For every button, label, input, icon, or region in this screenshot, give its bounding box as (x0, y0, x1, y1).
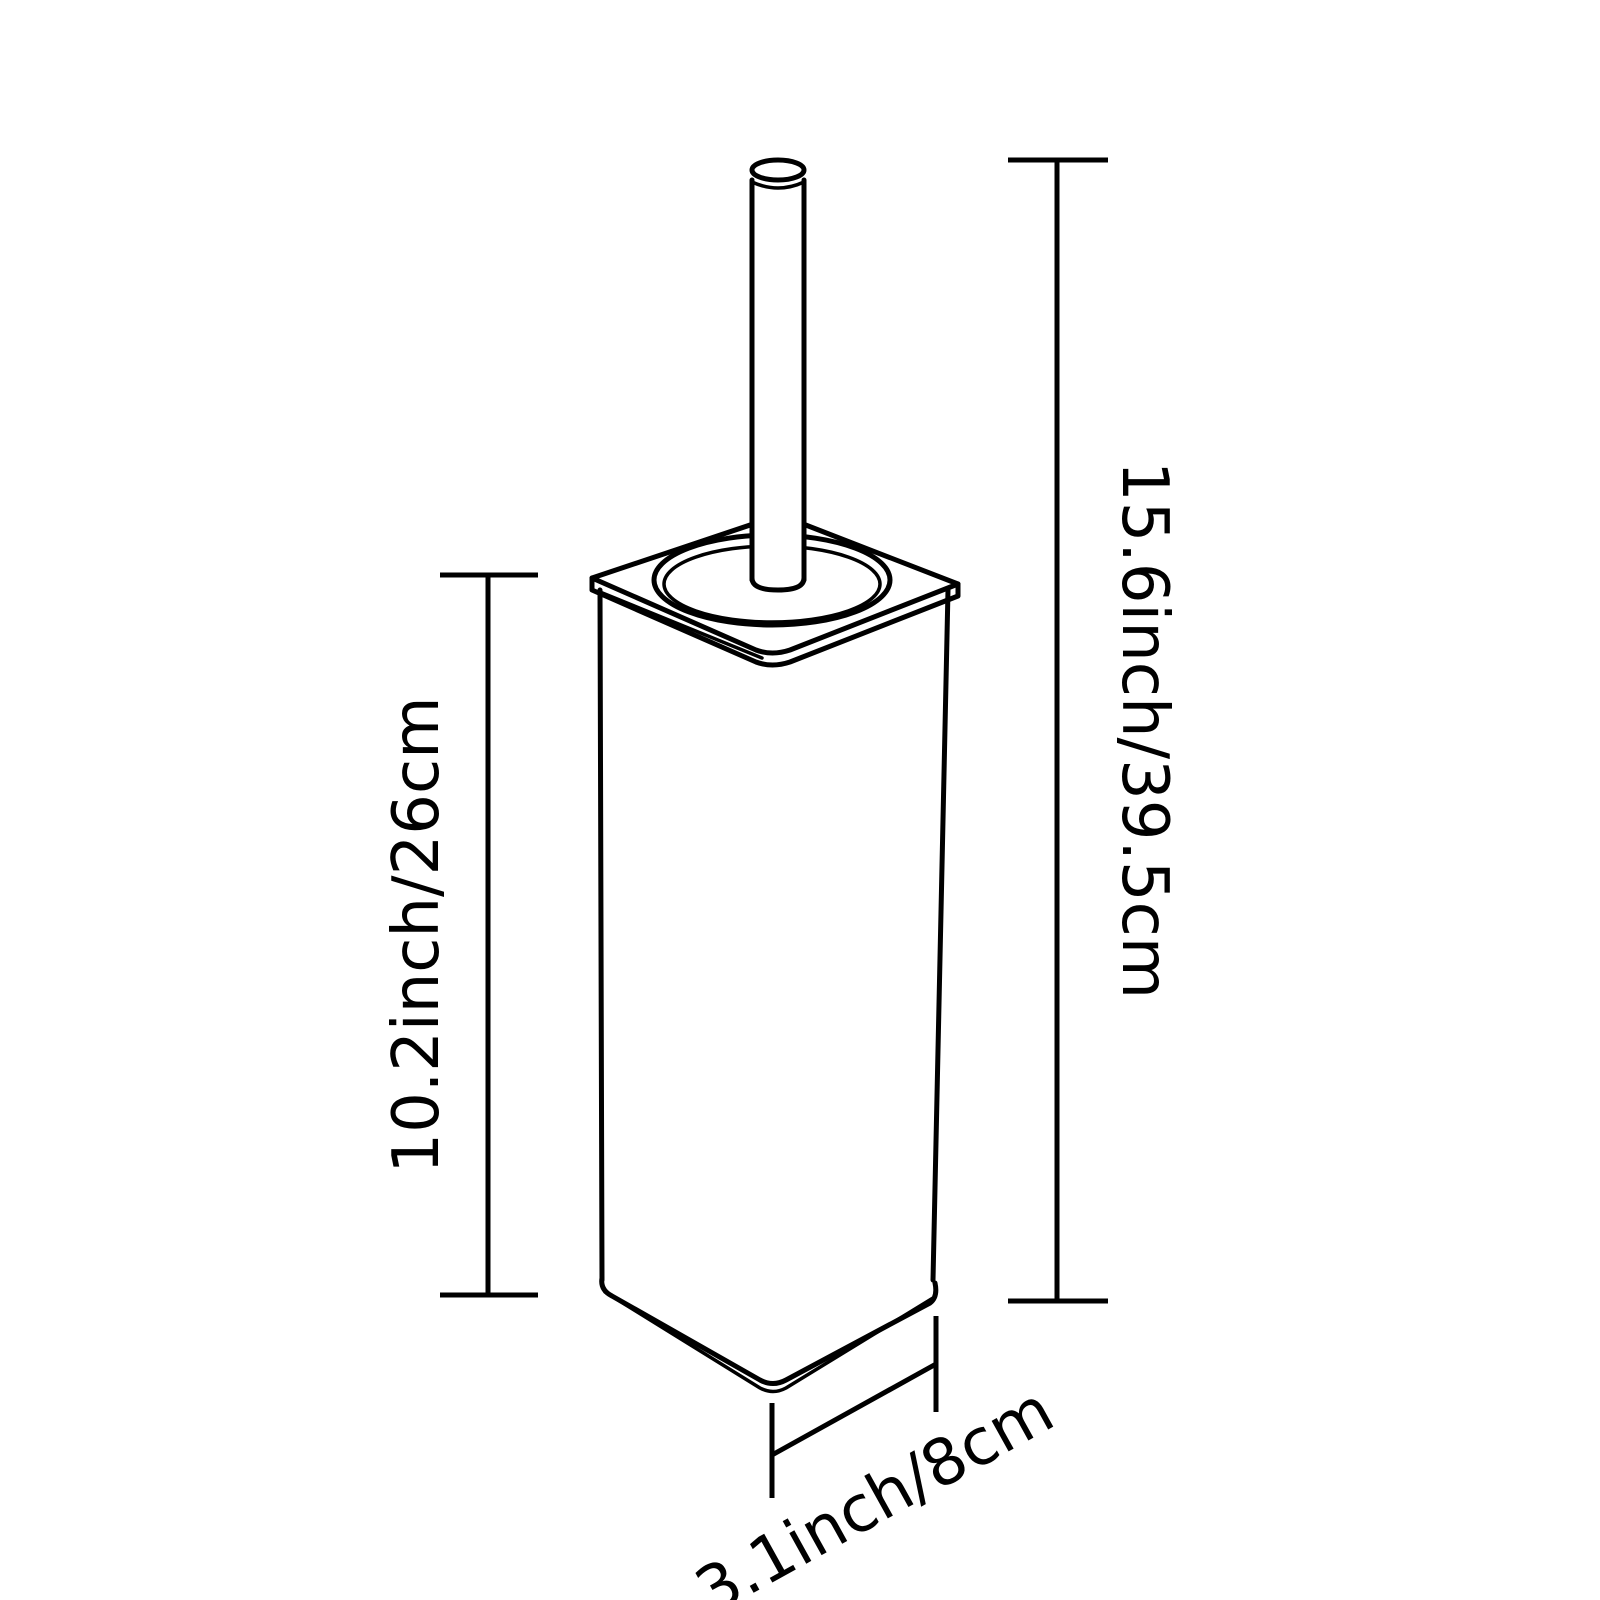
total-height-dimension: 15.6inch/39.5cm (1008, 157, 1181, 1304)
container-body (597, 587, 951, 1283)
width-line (770, 1361, 938, 1458)
total-height-label: 15.6inch/39.5cm (1107, 461, 1181, 999)
width-dimension: 3.1inch/8cm (684, 1316, 1066, 1600)
width-label: 3.1inch/8cm (684, 1373, 1066, 1600)
container-base (599, 1275, 939, 1394)
lid-plate (589, 512, 961, 668)
body-height-label: 10.2inch/26cm (380, 696, 454, 1173)
brush-handle (749, 157, 807, 593)
body-height-dimension: 10.2inch/26cm (380, 572, 538, 1298)
toilet-brush-holder-drawing (589, 157, 961, 1394)
